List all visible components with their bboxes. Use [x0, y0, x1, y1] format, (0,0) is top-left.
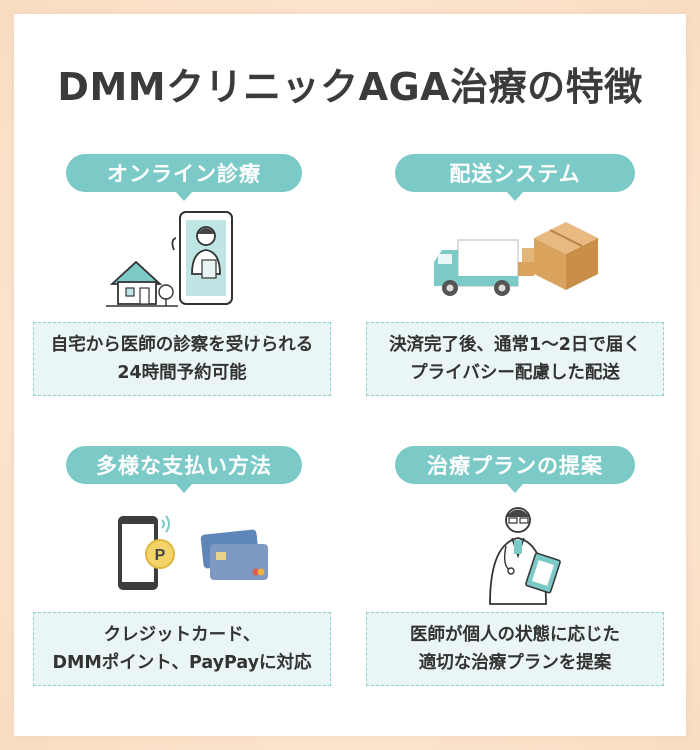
- doctor-clipboard-icon: [489, 507, 561, 605]
- online-consultation-icon: [106, 211, 233, 307]
- desc-line: DMMポイント、PayPayに対応: [52, 653, 312, 673]
- desc-line: 適切な治療プランを提案: [418, 653, 612, 673]
- page-title: DMMクリニックAGA治療の特徴: [57, 65, 643, 109]
- desc-line: 自宅から医師の診察を受けられる: [50, 335, 314, 355]
- payment-methods-icon: P: [118, 515, 268, 590]
- feature-label-treatment-plan: 治療プランの提案: [395, 446, 635, 493]
- feature-label-payment: 多様な支払い方法: [66, 446, 302, 493]
- feature-desc-treatment-plan: 医師が個人の状態に応じた 適切な治療プランを提案: [366, 612, 664, 686]
- feature-label-online: オンライン診療: [66, 154, 302, 201]
- desc-line: クレジットカード、: [103, 625, 261, 645]
- delivery-truck-icon: [434, 222, 598, 296]
- desc-line: 医師が個人の状態に応じた: [410, 625, 620, 645]
- feature-desc-delivery: 決済完了後、通常1〜2日で届く プライバシー配慮した配送: [366, 322, 664, 396]
- desc-line: プライバシー配慮した配送: [410, 363, 620, 383]
- feature-desc-payment: クレジットカード、 DMMポイント、PayPayに対応: [33, 612, 331, 686]
- feature-label-delivery: 配送システム: [395, 154, 635, 201]
- desc-line: 24時間予約可能: [117, 363, 247, 383]
- svg-text:P: P: [155, 547, 166, 564]
- desc-line: 決済完了後、通常1〜2日で届く: [389, 335, 641, 355]
- feature-desc-online: 自宅から医師の診察を受けられる 24時間予約可能: [33, 322, 331, 396]
